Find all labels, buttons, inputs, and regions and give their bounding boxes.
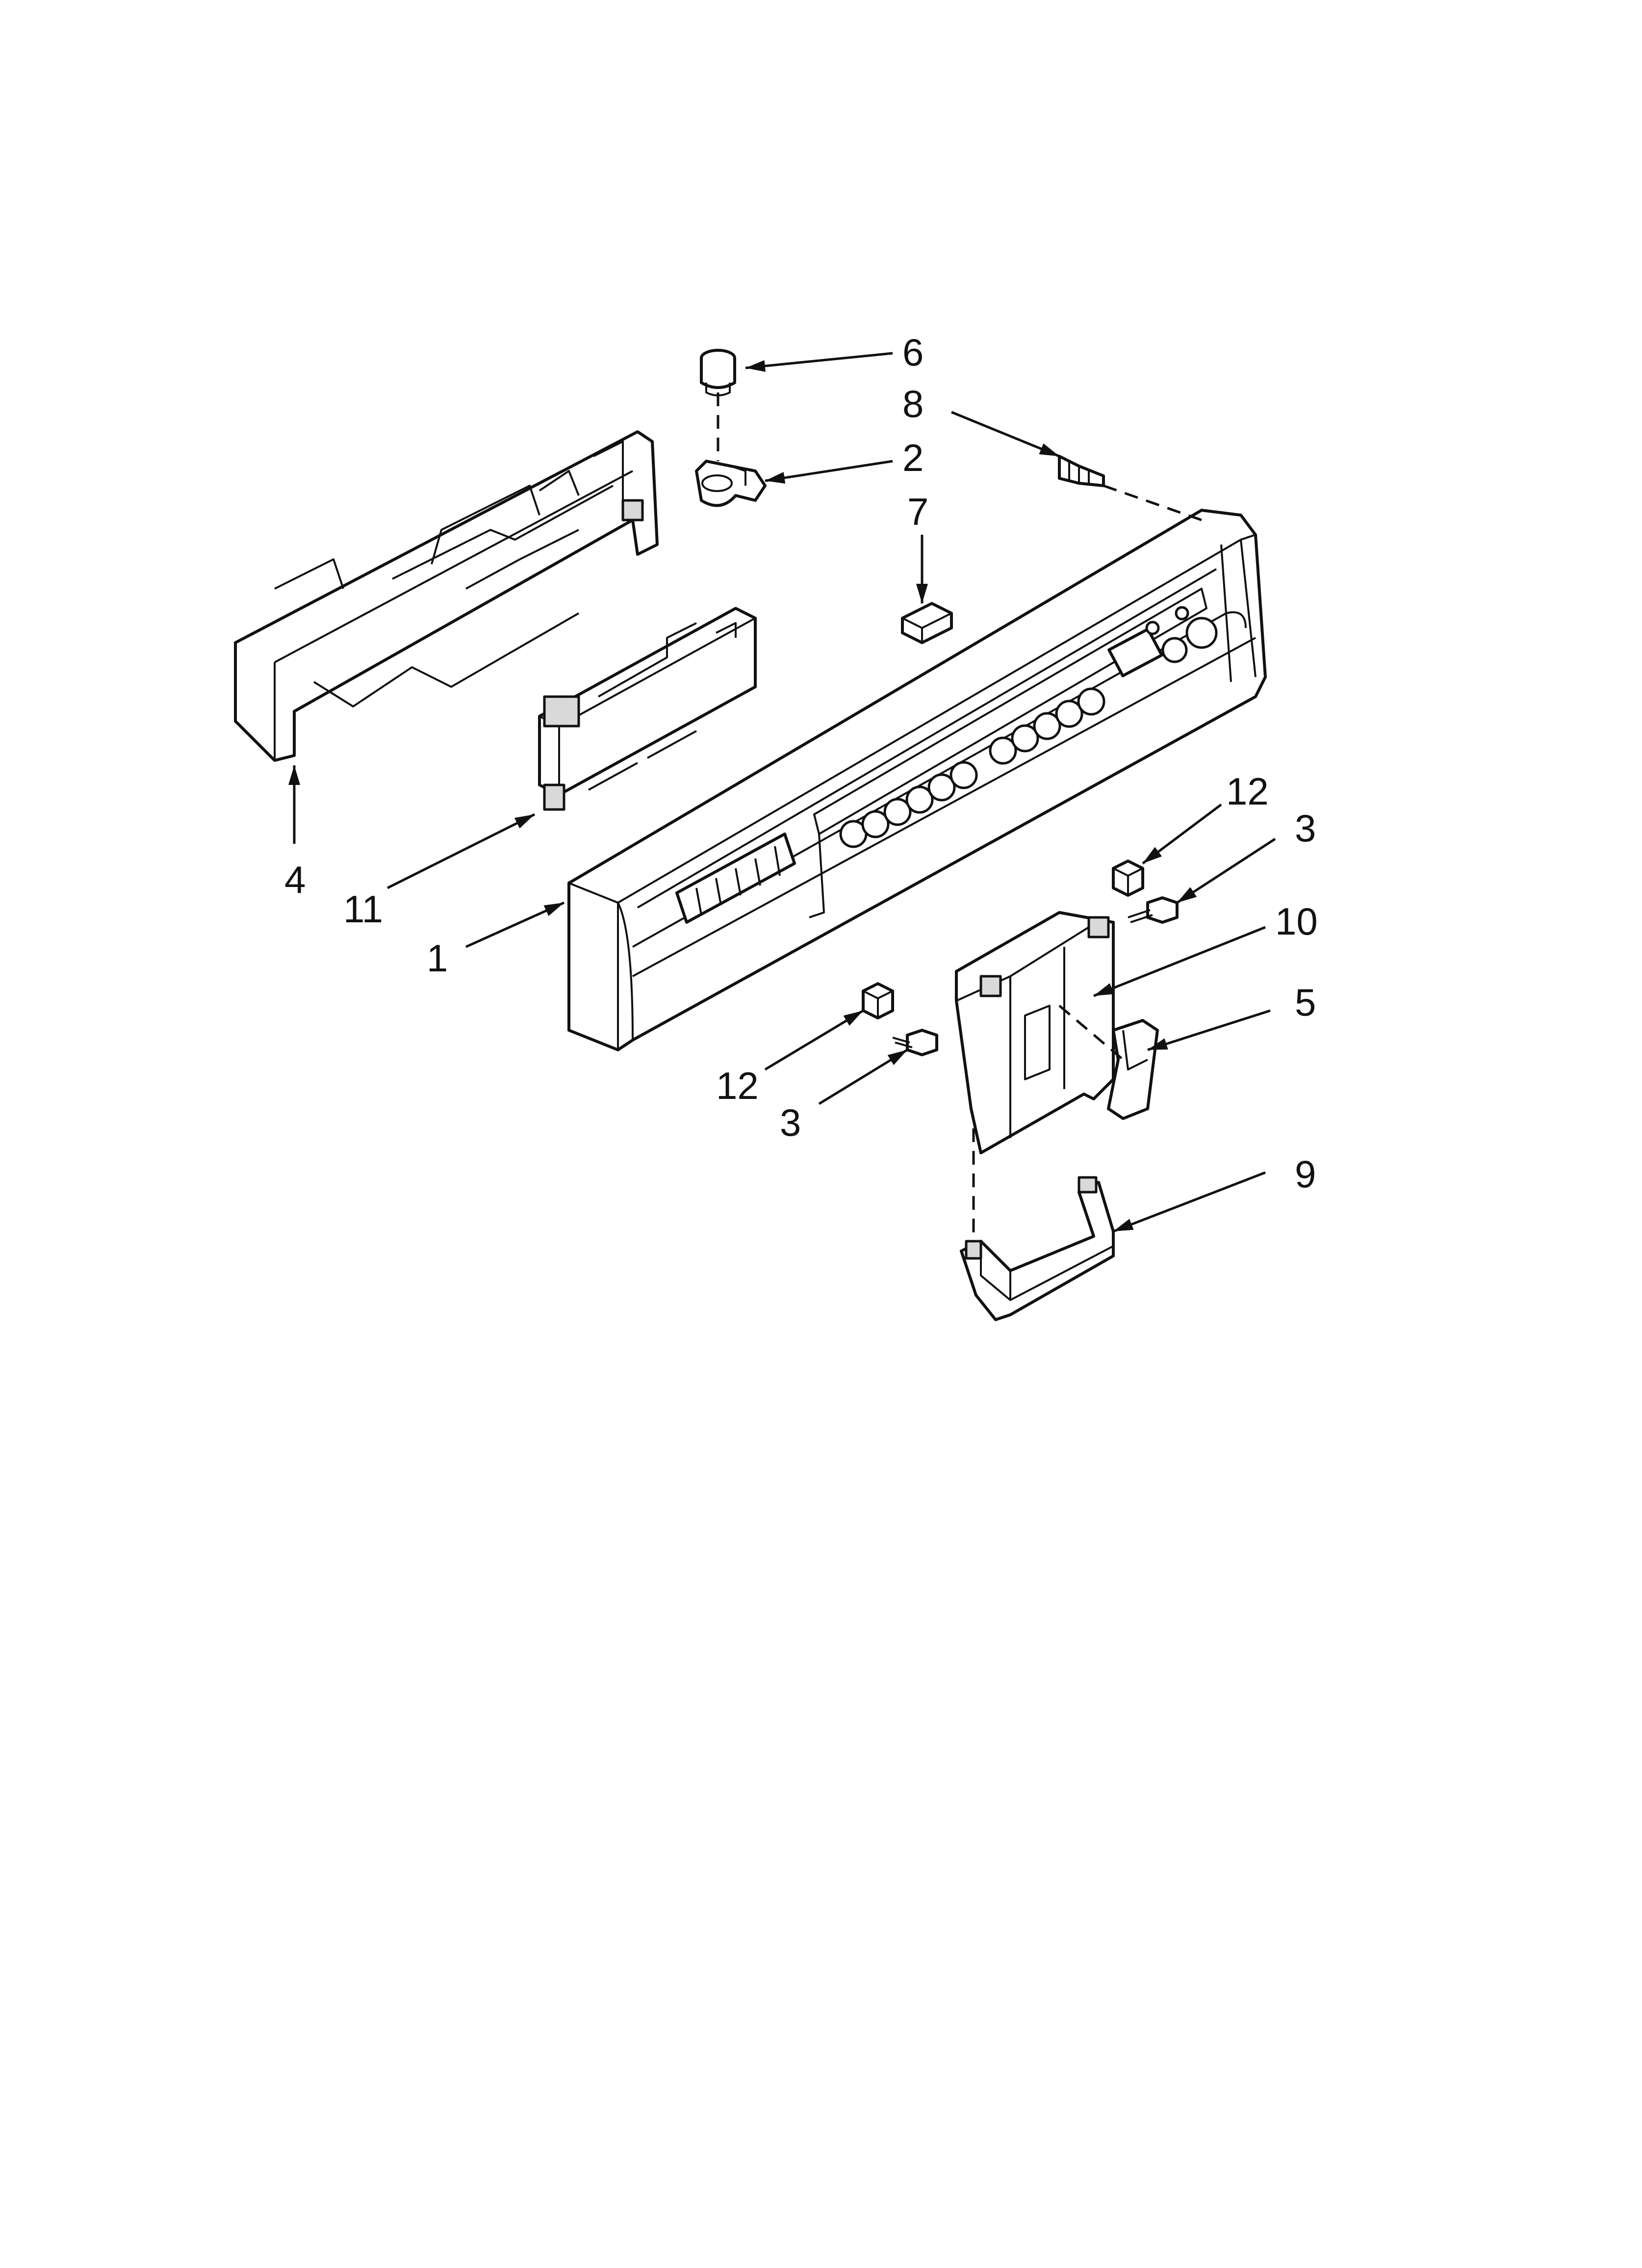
assembly-line-screw	[1103, 484, 1202, 521]
latch-part	[1107, 1019, 1159, 1120]
leader-2	[765, 460, 893, 484]
leader-3-lower	[818, 1048, 908, 1105]
callout-10: 10	[1275, 900, 1318, 943]
callout-1: 1	[427, 937, 448, 980]
callout-7: 7	[907, 490, 928, 533]
callout-3-upper: 3	[1295, 807, 1316, 850]
control-board-part	[538, 607, 757, 811]
leader-3-upper	[1176, 837, 1276, 904]
leader-12-upper	[1142, 804, 1222, 864]
callout-5: 5	[1295, 981, 1316, 1024]
knob-cap-part	[700, 349, 736, 396]
lower-strap-part	[960, 1176, 1115, 1321]
small-clip-part	[901, 602, 953, 644]
callout-labels: 6 8 2 7 4 11 1 12 3 10 5 12 3 9	[284, 331, 1318, 1196]
clip-holder-part	[695, 460, 767, 507]
callout-8: 8	[902, 382, 924, 425]
leader-1	[465, 901, 565, 948]
assembly-lines	[717, 392, 1202, 1241]
console-panel-part	[567, 509, 1267, 1051]
callout-9: 9	[1295, 1152, 1316, 1196]
callout-6: 6	[902, 331, 924, 374]
panel-housing-part	[234, 430, 659, 762]
leader-11	[386, 813, 536, 889]
callout-11: 11	[343, 887, 383, 931]
callout-4: 4	[284, 858, 306, 901]
leader-6	[745, 352, 893, 372]
small-clip-upper-part	[1112, 860, 1144, 897]
screw-upper-part	[1128, 896, 1179, 924]
leader-12-lower	[764, 1009, 864, 1071]
callout-12-upper: 12	[1226, 770, 1269, 813]
leader-5	[1147, 1009, 1271, 1051]
callout-2: 2	[902, 436, 924, 479]
screw-lower-part	[892, 1029, 938, 1056]
assembly-line-latch	[1058, 1005, 1124, 1061]
leader-8	[951, 411, 1060, 458]
leader-9	[1113, 1171, 1266, 1233]
leader-lines	[288, 352, 1276, 1233]
callout-12-lower: 12	[716, 1064, 759, 1107]
leader-10	[1093, 926, 1266, 997]
bracket-part	[955, 911, 1115, 1154]
callout-3-lower: 3	[780, 1101, 801, 1144]
screw-top-part	[1058, 455, 1105, 487]
small-clip-lower-part	[862, 982, 894, 1019]
